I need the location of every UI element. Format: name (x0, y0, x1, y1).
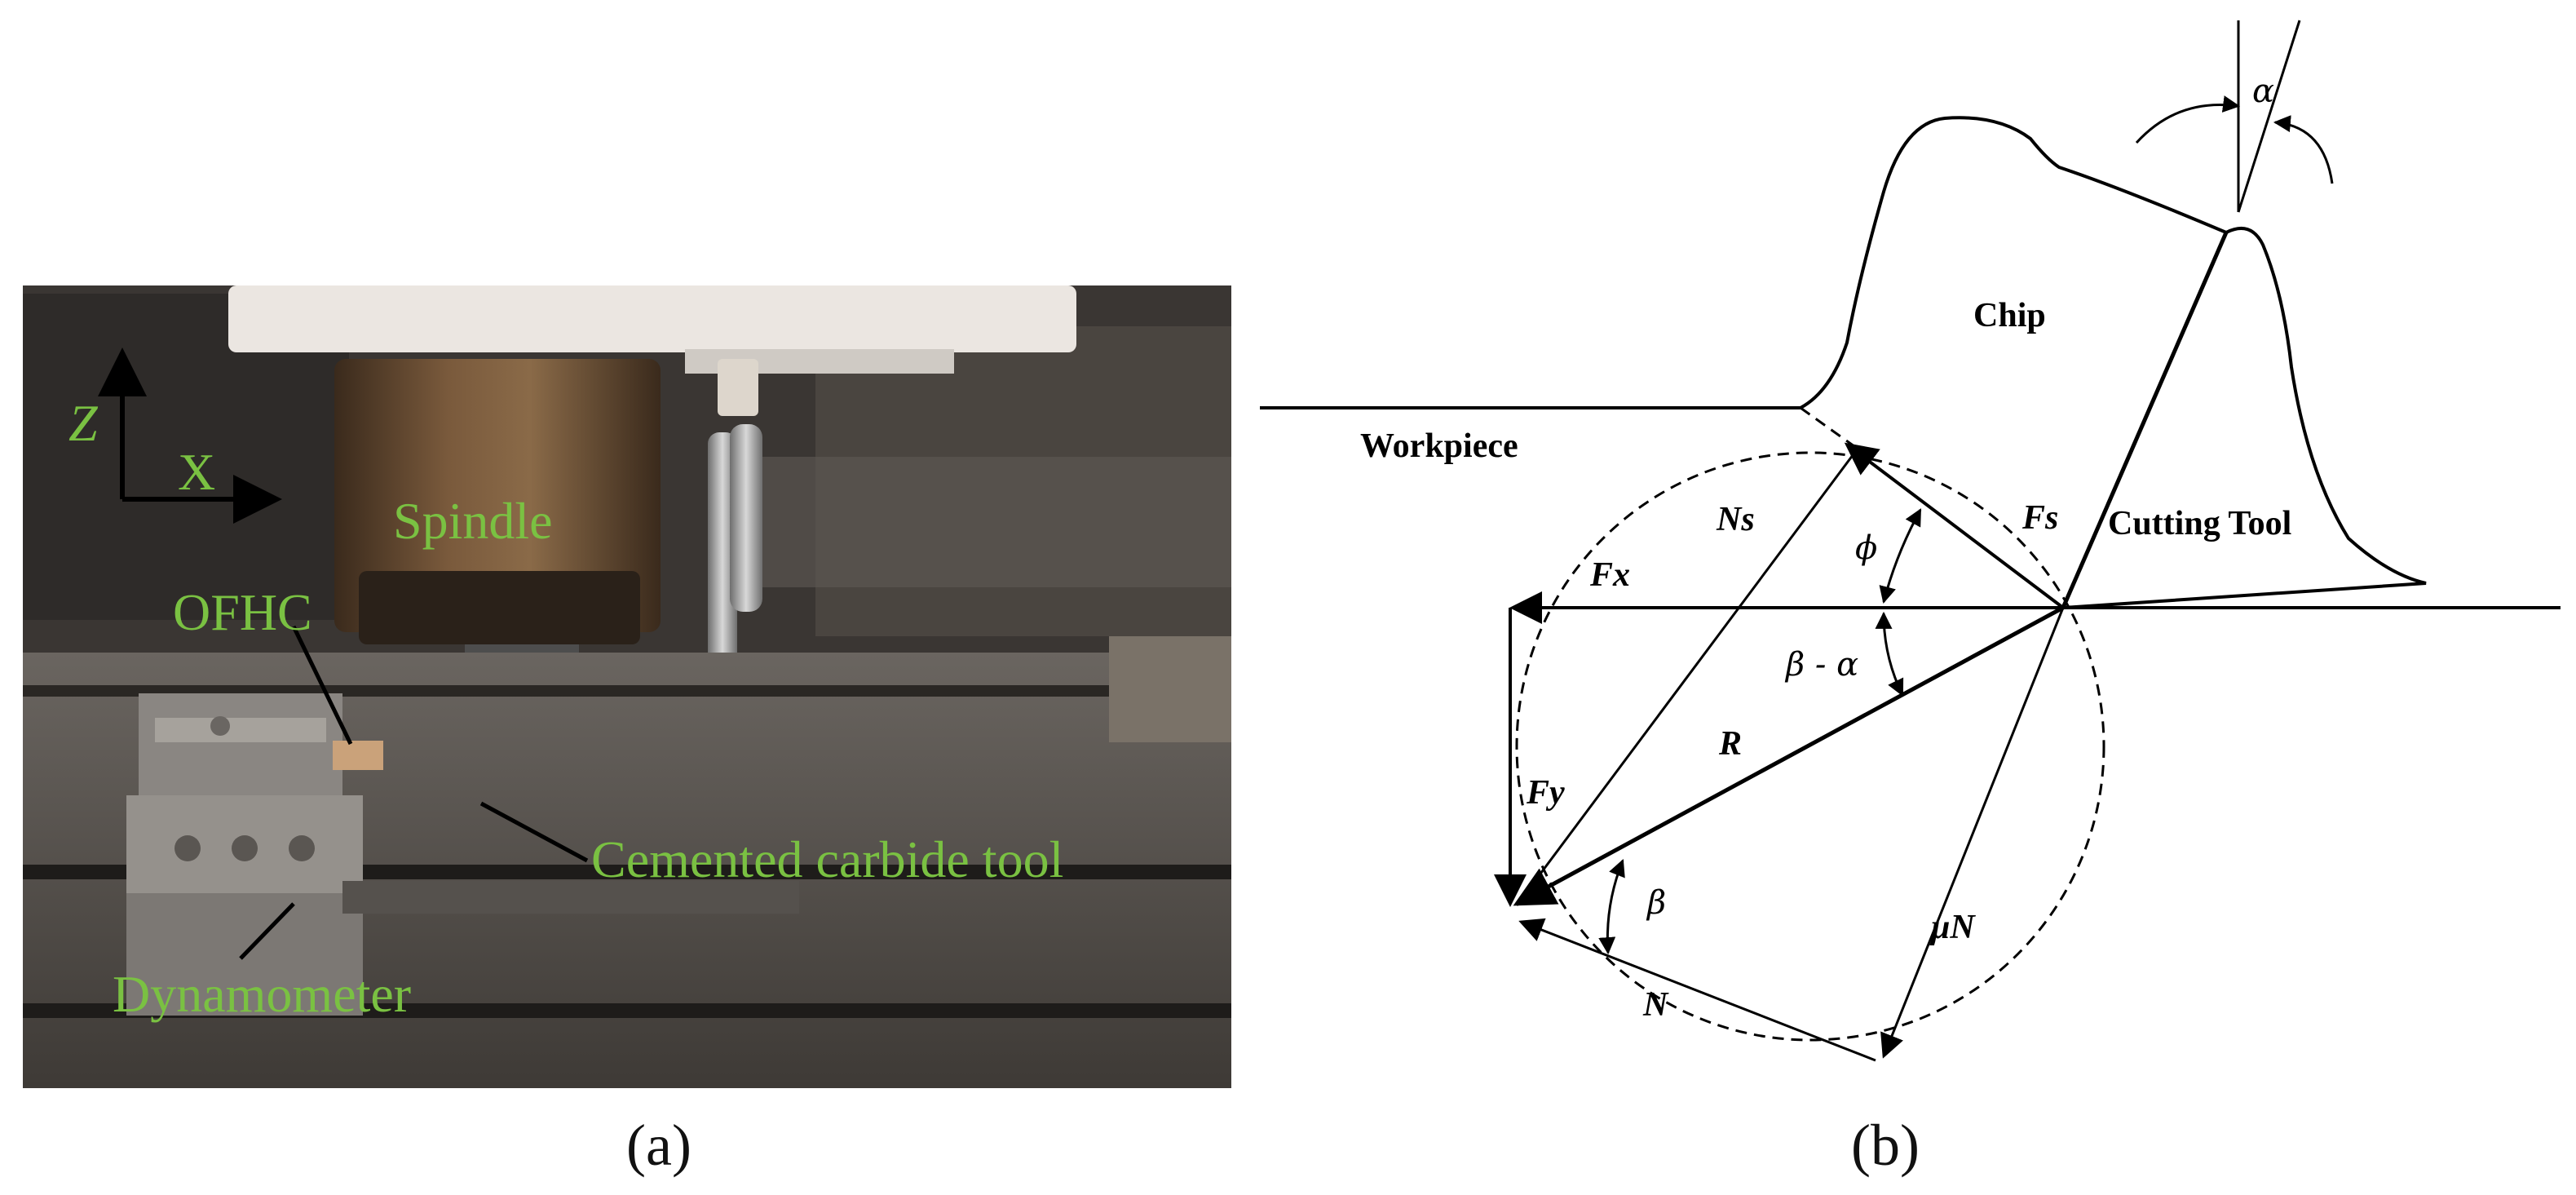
caption-b: (b) (1851, 1113, 1920, 1178)
spindle-label: Spindle (393, 492, 553, 550)
fs-label: Fs (2021, 499, 2058, 537)
fs-vector (1844, 442, 2065, 609)
force-circle (1515, 451, 2105, 1042)
tool-label: Cemented carbide tool (591, 830, 1063, 888)
ns-label: Ns (1716, 501, 1755, 538)
dynamometer-leader (239, 902, 295, 960)
beta-alpha-label: β - α (1784, 646, 1858, 684)
beta-alpha-arc (1875, 611, 1904, 697)
alpha-arc-right (2273, 115, 2334, 184)
phi-arc (1879, 508, 1922, 604)
tool-rake-face (2061, 232, 2229, 609)
fy-label: Fy (1526, 774, 1565, 812)
ofhc-leader (291, 625, 353, 746)
caption-a: (a) (626, 1113, 691, 1178)
n-label: N (1642, 986, 1669, 1024)
beta-arc (1598, 859, 1625, 955)
rake-reference (2237, 20, 2301, 213)
chip-label: Chip (1973, 297, 2046, 334)
fx-label: Fx (1589, 556, 1630, 594)
z-axis-label: Z (68, 394, 99, 452)
shear-plane (1800, 406, 1858, 450)
ns-line (1515, 448, 1859, 906)
n-vector (1518, 918, 1876, 1062)
mun-vector (1880, 607, 2065, 1059)
dynamometer-label: Dynamometer (113, 965, 411, 1023)
panel-a: Z X Spindle OFHC Cemented carbide tool D… (23, 285, 1231, 1178)
photo (23, 285, 1231, 1088)
alpha-label: α (2252, 73, 2274, 110)
chip-outline (1800, 116, 2227, 409)
workpiece-label: Workpiece (1360, 427, 1518, 465)
r-label: R (1718, 725, 1742, 763)
panel-b (1260, 20, 2561, 1062)
panel-b-labels: Chip Workpiece Cutting Tool Ns Fs Fx Fy … (1360, 73, 2291, 1178)
alpha-arc-left (2135, 95, 2241, 144)
r-vector (1513, 605, 2065, 906)
ofhc-label: OFHC (173, 583, 312, 641)
x-axis-label: X (178, 443, 215, 501)
cutting-tool-label: Cutting Tool (2108, 505, 2291, 542)
phi-label: ϕ (1855, 529, 1877, 567)
beta-label: β (1646, 884, 1666, 922)
mun-label: μN (1929, 909, 1976, 946)
tool-outline (2062, 227, 2427, 609)
tool-leader (479, 801, 589, 863)
